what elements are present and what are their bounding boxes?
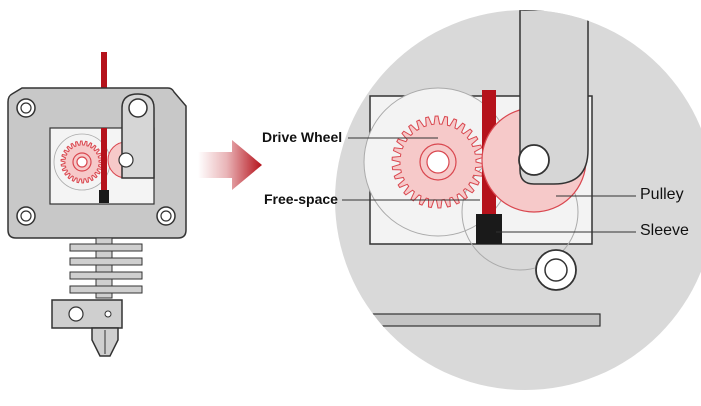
small-drive-gear (60, 140, 104, 184)
zoom-arrow-icon (198, 140, 262, 190)
gear-bore (76, 156, 88, 168)
lever-arm-large (519, 10, 589, 185)
drive-wheel-gear (391, 115, 485, 209)
drive-wheel-label: Drive Wheel (262, 129, 343, 145)
sleeve-label: Sleeve (640, 222, 689, 239)
heater-block (51, 299, 123, 329)
small-extruder (7, 52, 187, 357)
magnified-view (335, 10, 701, 390)
screw-icon (535, 249, 577, 291)
sleeve-block (476, 214, 502, 244)
screw-icon (16, 206, 36, 226)
filament-top (101, 52, 107, 92)
heatsink (69, 237, 143, 299)
gear-bore (426, 150, 450, 174)
small-sleeve (99, 190, 109, 203)
free-space-label: Free-space (264, 191, 338, 207)
screw-icon (156, 206, 176, 226)
pulley-label: Pulley (640, 186, 684, 203)
screw-icon (16, 98, 36, 118)
filament-inner (101, 128, 107, 192)
